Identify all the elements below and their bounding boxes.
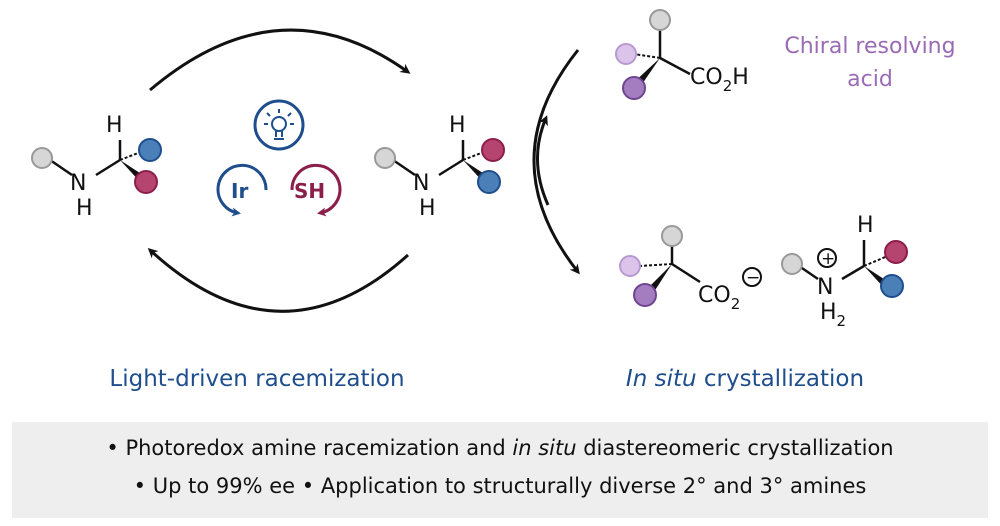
acid-group: CO2H	[690, 65, 749, 95]
sh-catalyst-cycle-icon: SH	[290, 163, 342, 217]
crystallization-word: crystallization	[696, 366, 865, 392]
cycle-arrow-bottom	[147, 247, 410, 313]
dark-purple-substituent	[633, 283, 657, 307]
equilibrium-arrow-inner	[536, 115, 550, 206]
racemization-caption: Light-driven racemization	[109, 366, 405, 392]
blue-substituent	[880, 274, 904, 298]
light-bulb-icon	[253, 99, 305, 151]
gray-substituent	[781, 253, 803, 275]
summary-box: • Photoredox amine racemization and in s…	[12, 422, 988, 518]
minus-charge: −	[746, 268, 760, 288]
ir-catalyst-cycle-icon: Ir	[216, 163, 268, 217]
amine-middle: N H H	[374, 113, 505, 221]
chiral-resolving-acid-label: Chiral resolving acid	[760, 30, 980, 96]
cycle-arrow-top	[149, 28, 411, 92]
nh2-group: H2	[820, 300, 846, 330]
light-purple-substituent	[615, 43, 637, 65]
blue-substituent	[477, 170, 501, 194]
gray-substituent	[31, 147, 53, 169]
h-on-c: H	[106, 113, 123, 138]
crimson-substituent	[134, 170, 158, 194]
chiral-acid: CO2H	[615, 9, 749, 100]
carboxylate-group: CO2	[698, 283, 740, 313]
n-atom: N	[413, 171, 429, 196]
bullet: •	[106, 436, 119, 460]
bullet: •	[301, 474, 315, 498]
gray-substituent	[374, 147, 396, 169]
amine-left: N H H	[31, 113, 162, 221]
summary-line-2: • Up to 99% ee • Application to structur…	[133, 474, 867, 498]
chiral-label-line1: Chiral resolving	[784, 34, 956, 59]
plus-charge: +	[821, 249, 835, 269]
bullet: •	[133, 474, 147, 498]
gray-substituent	[649, 9, 671, 31]
light-purple-substituent	[619, 255, 641, 277]
n-atom: N	[70, 171, 86, 196]
crimson-substituent	[884, 240, 908, 264]
h-on-n: H	[76, 196, 93, 221]
gray-substituent	[661, 225, 683, 247]
equilibrium-arrow-outer	[532, 49, 580, 275]
summary-line-1: • Photoredox amine racemization and in s…	[106, 436, 894, 460]
chiral-label-line2: acid	[847, 67, 893, 92]
carboxylate-anion: CO2 −	[619, 225, 762, 313]
n-atom: N	[817, 275, 833, 300]
blue-substituent	[138, 138, 162, 162]
h-on-c: H	[449, 113, 466, 138]
dark-purple-substituent	[622, 76, 646, 100]
ir-label: Ir	[231, 179, 248, 203]
ammonium-cation: + N H2 H	[781, 213, 908, 330]
crystallization-caption: In situ crystallization	[610, 366, 880, 392]
crimson-substituent	[481, 138, 505, 162]
sh-label: SH	[294, 179, 325, 203]
in-situ-italic: In situ	[625, 366, 697, 392]
h-on-c: H	[857, 213, 874, 238]
h-on-n: H	[419, 196, 436, 221]
